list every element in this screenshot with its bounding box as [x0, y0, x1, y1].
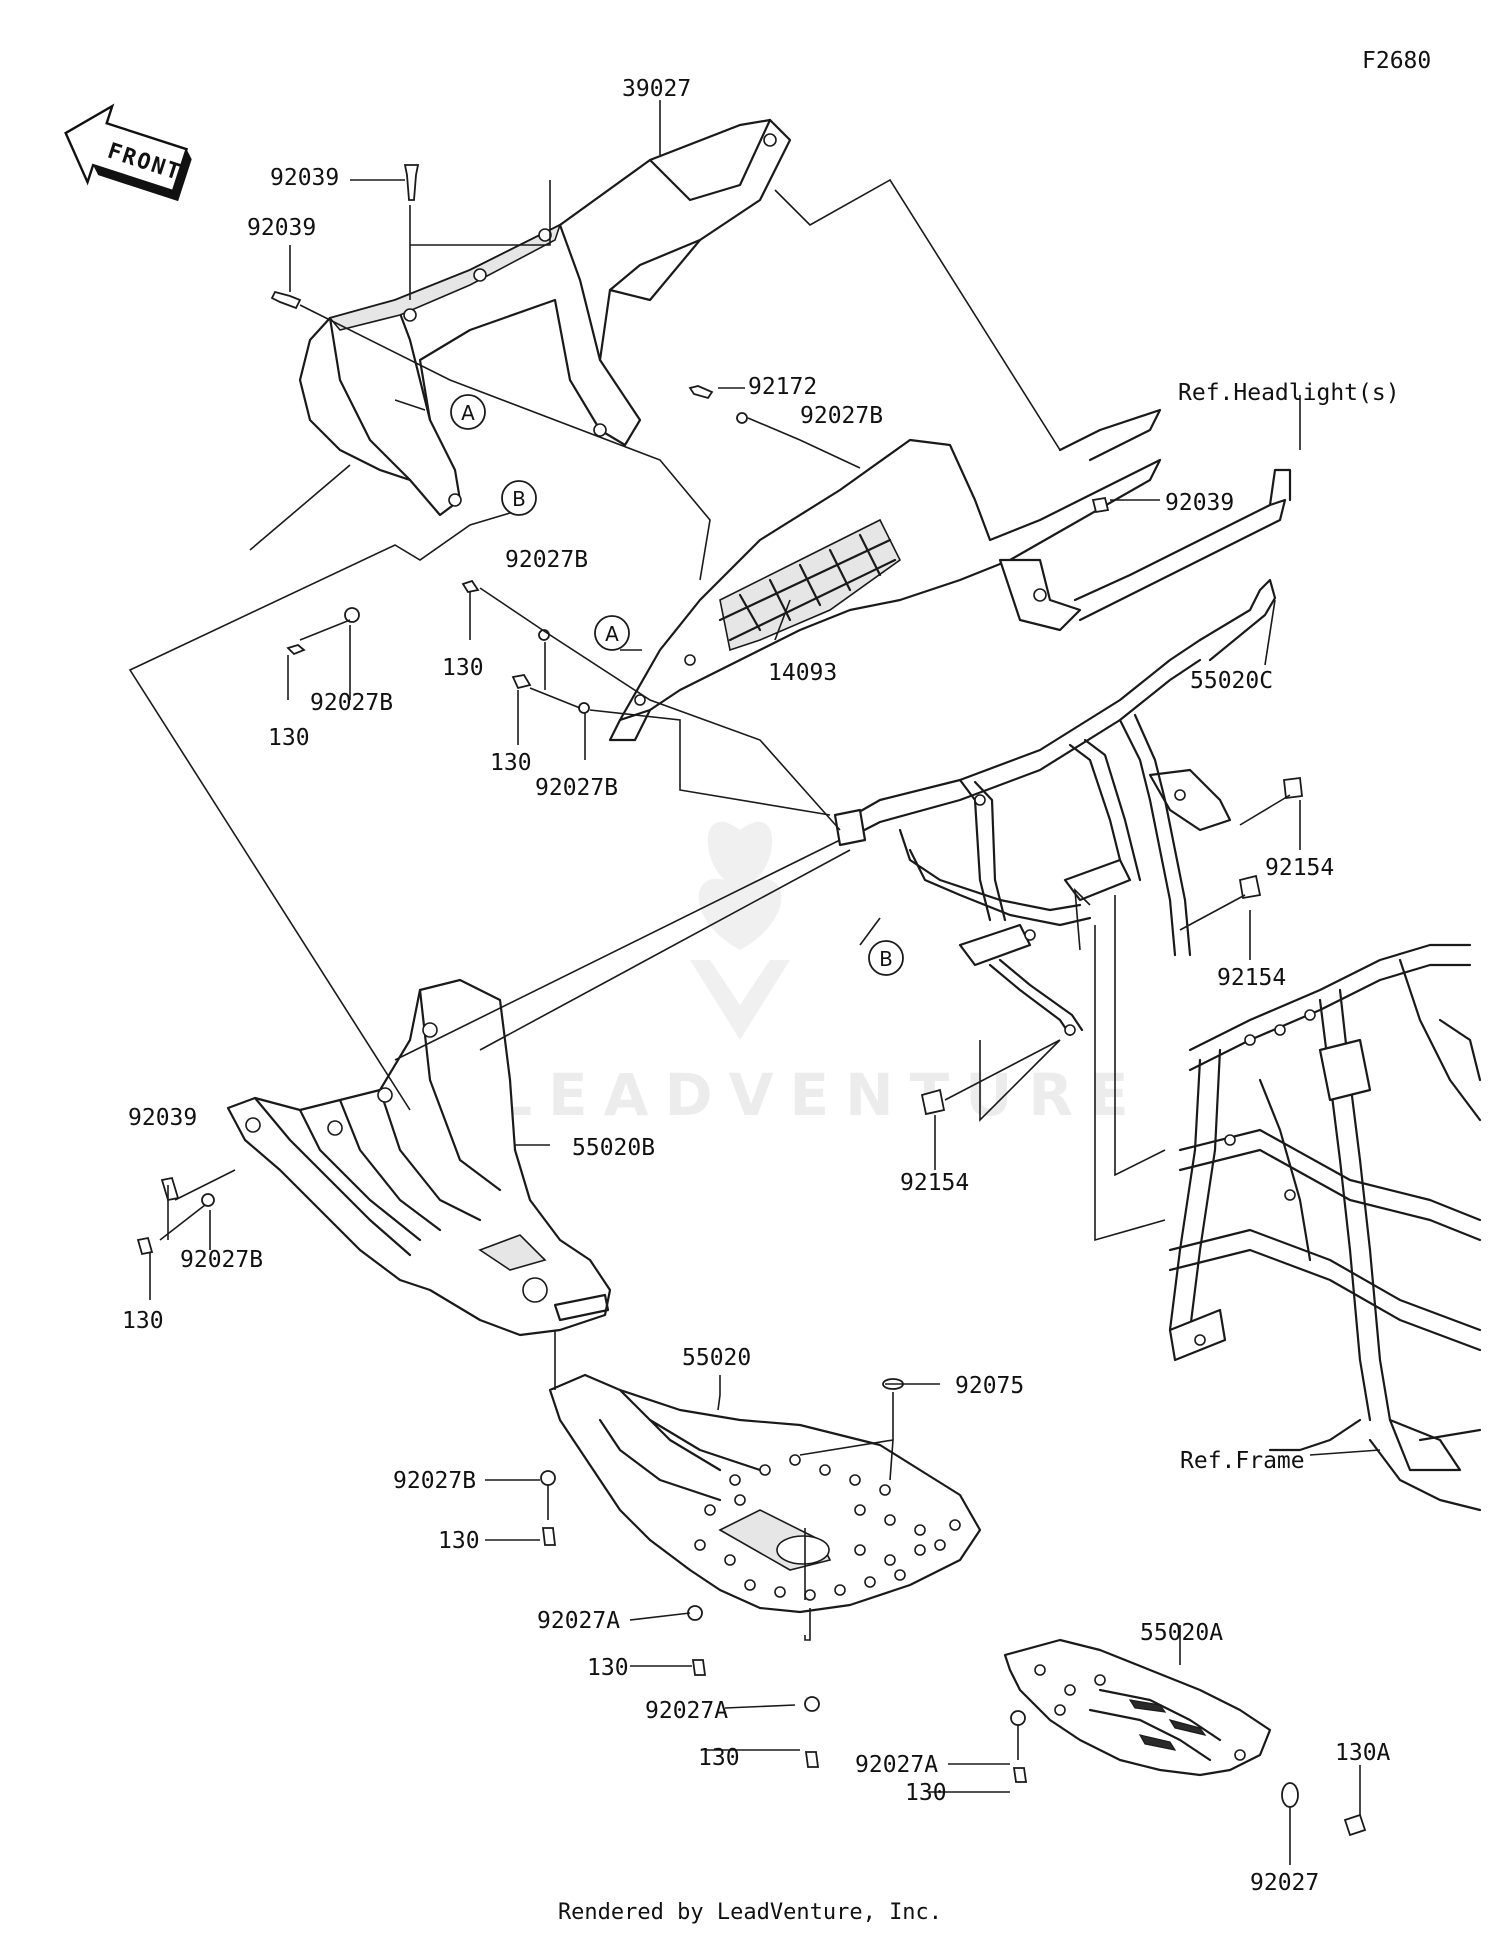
label-92154-upper: 92154	[1265, 855, 1334, 881]
label-92172: 92172	[748, 374, 817, 400]
label-130-center-lower: 130	[490, 750, 532, 776]
label-130-3: 130	[698, 1745, 740, 1771]
part-55020C-bumper-frame	[833, 578, 1277, 1037]
label-130-2: 130	[587, 1655, 629, 1681]
label-92027B-center-lower: 92027B	[535, 775, 618, 801]
svg-text:B: B	[512, 487, 526, 511]
label-92027A-2: 92027A	[645, 1698, 728, 1724]
front-arrow-icon: FRONT	[64, 103, 192, 202]
label-55020B: 55020B	[572, 1135, 655, 1161]
label-55020C: 55020C	[1190, 668, 1273, 694]
label-14093: 14093	[768, 660, 837, 686]
label-92027B-upper: 92027B	[800, 403, 883, 429]
part-labels: 39027 92039 92039 92172 92027B Ref.Headl…	[122, 76, 1400, 1896]
label-ref-frame: Ref.Frame	[1180, 1448, 1305, 1474]
callout-circle-a-lower: A	[594, 615, 630, 651]
headlight-reference-bracket	[1058, 408, 1292, 622]
part-14093-grille	[608, 438, 1162, 742]
label-39027: 39027	[622, 76, 691, 102]
svg-text:A: A	[461, 401, 475, 425]
part-55020-main-skid-plate	[548, 1373, 982, 1614]
label-92154-lower: 92154	[900, 1170, 969, 1196]
label-92154-middle: 92154	[1217, 965, 1286, 991]
label-92039-top: 92039	[270, 165, 339, 191]
label-ref-headlight: Ref.Headlight(s)	[1178, 380, 1400, 406]
leadventure-watermark: LEADVENTURE	[495, 821, 1145, 1129]
frame-reference	[1168, 943, 1482, 1512]
label-92027A-3: 92027A	[855, 1752, 938, 1778]
label-92027B-bottom: 92027B	[393, 1468, 476, 1494]
label-92027B-lower-left: 92027B	[180, 1247, 263, 1273]
fasteners	[136, 164, 1367, 1837]
part-39027-guard	[298, 118, 792, 517]
label-92027A-1: 92027A	[537, 1608, 620, 1634]
diagram-code: F2680	[1362, 48, 1431, 74]
label-92075: 92075	[955, 1373, 1024, 1399]
label-130-bottom: 130	[438, 1528, 480, 1554]
svg-text:A: A	[605, 622, 619, 646]
label-55020: 55020	[682, 1345, 751, 1371]
label-130-center: 130	[442, 655, 484, 681]
leader-lines	[128, 100, 1381, 1865]
label-55020A: 55020A	[1140, 1620, 1223, 1646]
part-55020A-rear-skid-plate	[1003, 1638, 1272, 1777]
label-92039-left: 92039	[247, 215, 316, 241]
label-130-left: 130	[268, 725, 310, 751]
label-92039-right: 92039	[1165, 490, 1234, 516]
label-130-lower-left: 130	[122, 1308, 164, 1334]
label-92027B-left: 92027B	[310, 690, 393, 716]
callout-circle-a-upper: A	[450, 394, 486, 430]
part-55020B-front-skid-plate	[226, 978, 612, 1337]
label-130-4: 130	[905, 1780, 947, 1806]
label-130A: 130A	[1335, 1740, 1391, 1766]
label-92027B-center: 92027B	[505, 547, 588, 573]
callout-circle-b-lower: B	[868, 940, 904, 976]
label-92027: 92027	[1250, 1870, 1319, 1896]
footer-credit: Rendered by LeadVenture, Inc.	[557, 1900, 943, 1925]
skid-plate-vent-holes	[694, 1454, 961, 1601]
callout-circle-b-upper: B	[501, 480, 537, 516]
watermark-text: LEADVENTURE	[495, 1061, 1145, 1129]
svg-text:B: B	[879, 947, 893, 971]
label-92039-lower: 92039	[128, 1105, 197, 1131]
